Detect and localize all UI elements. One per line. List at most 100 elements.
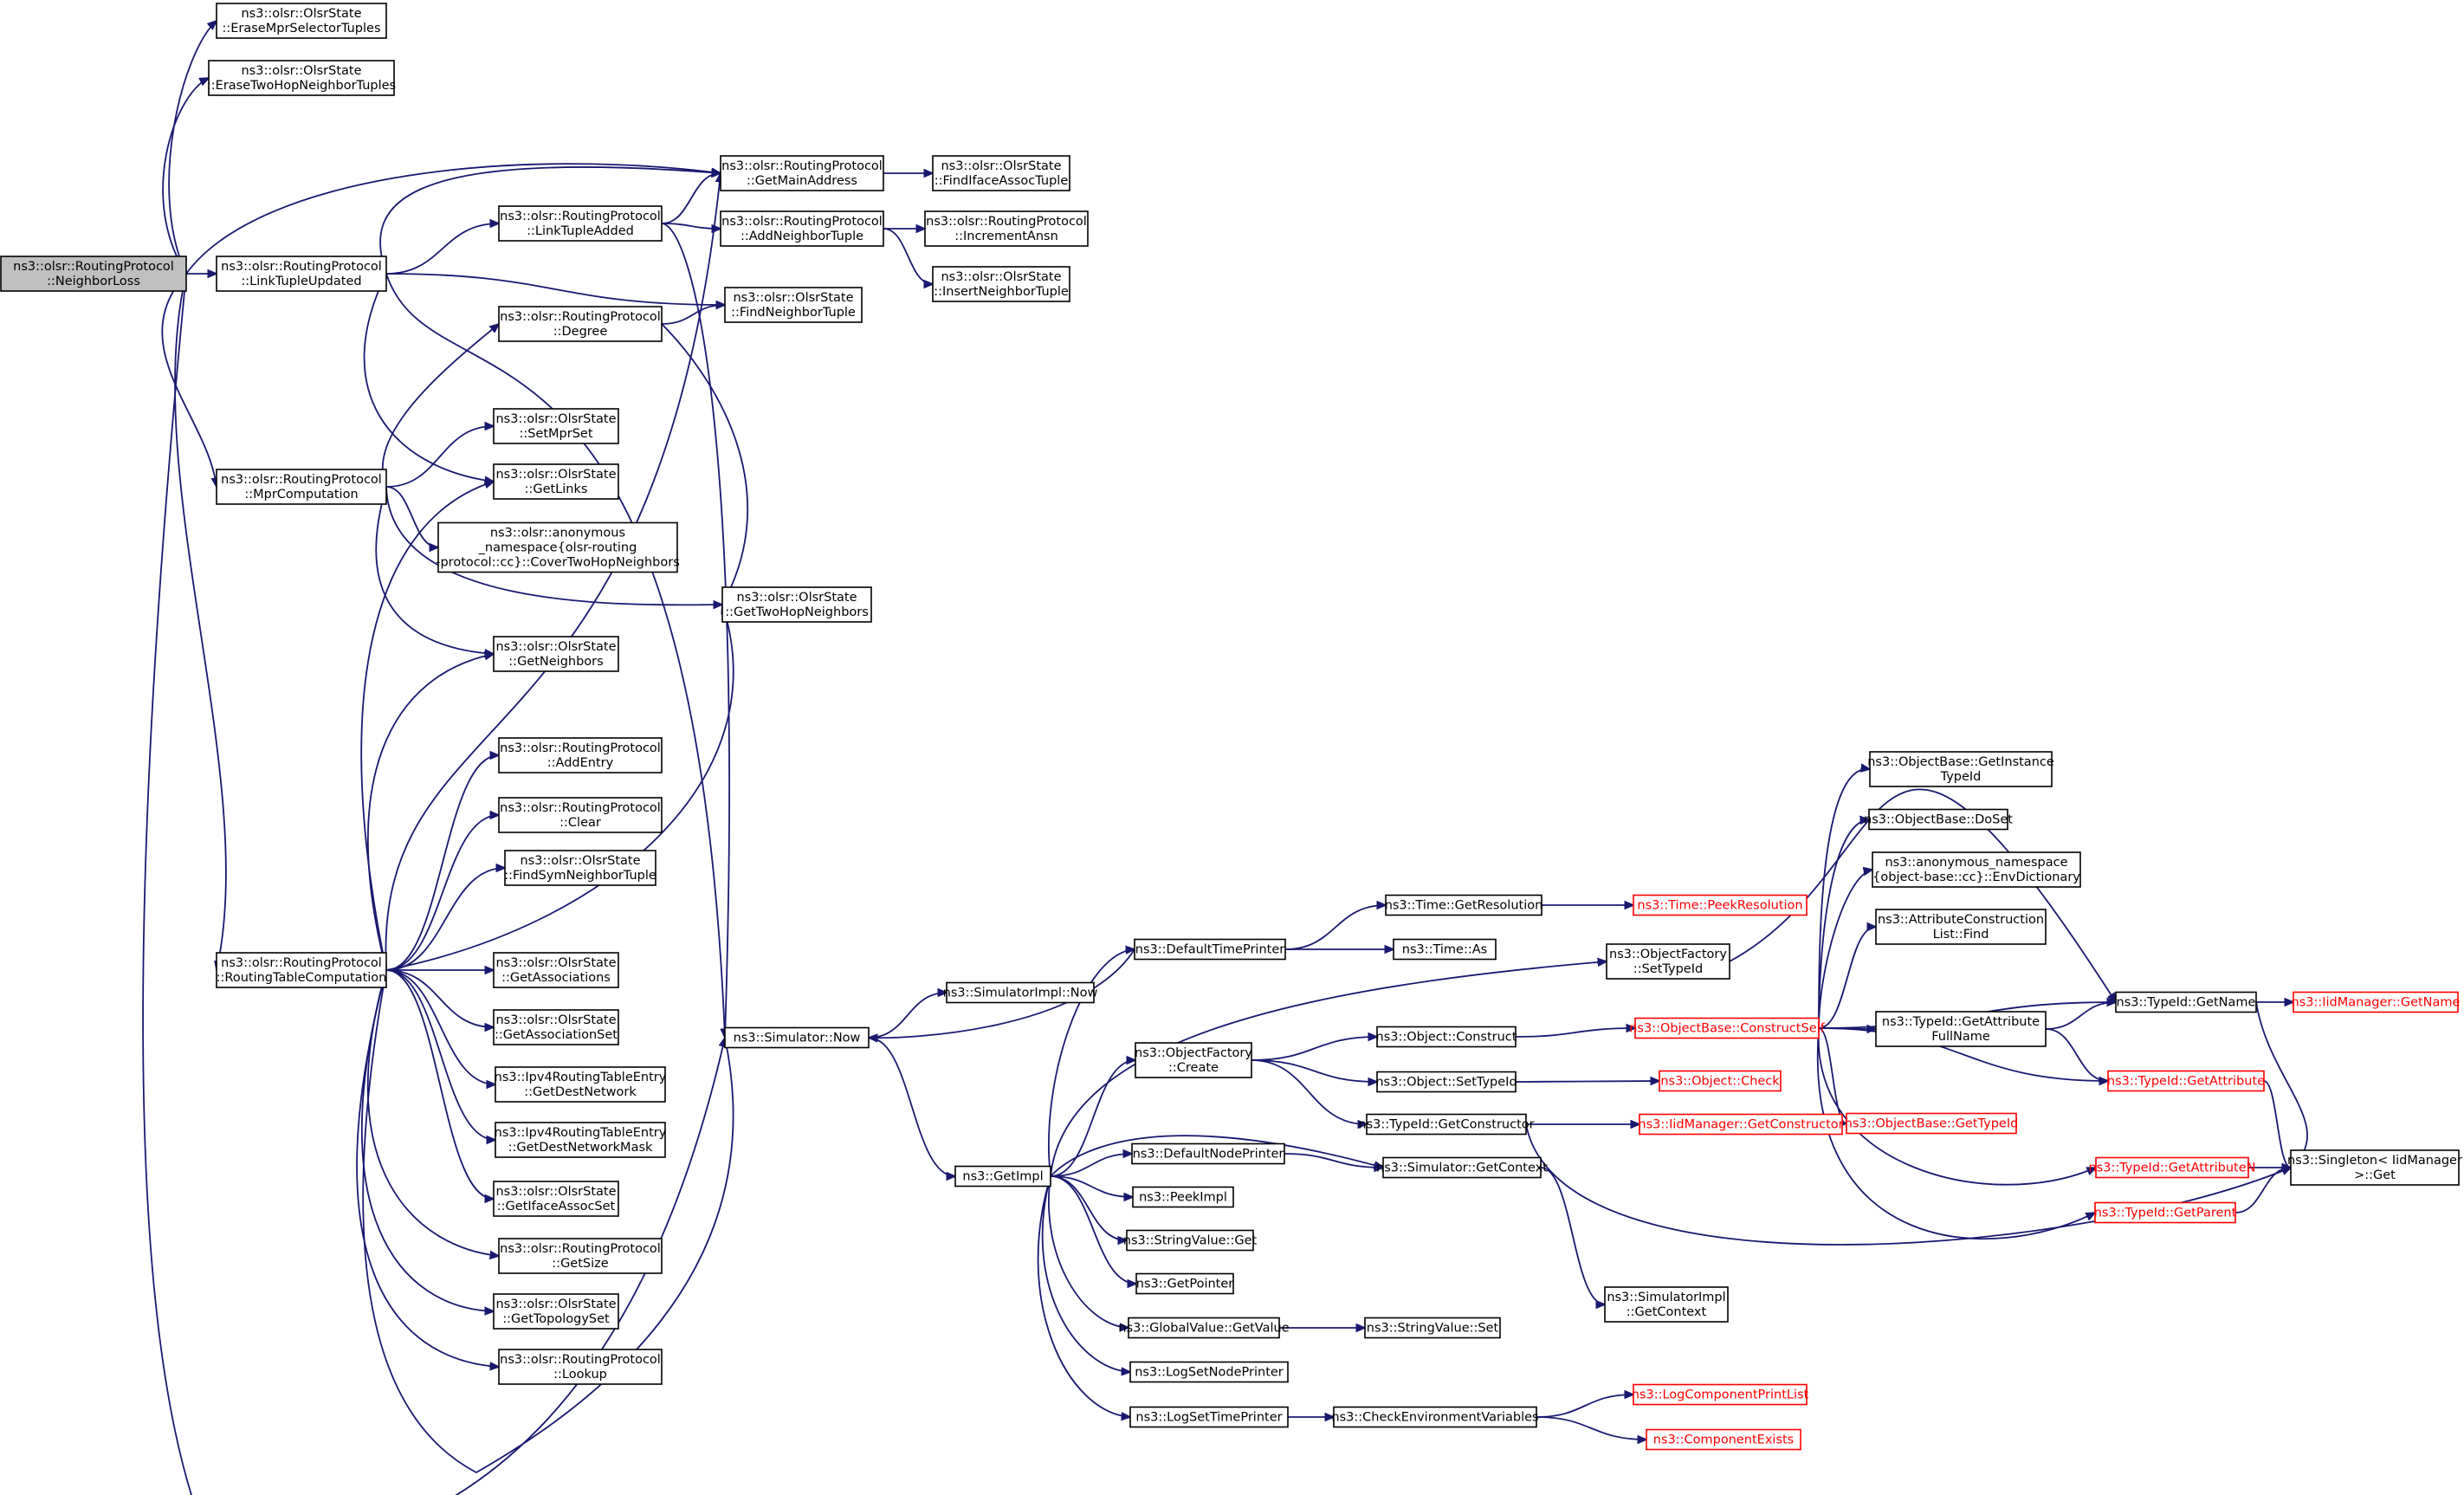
node-timeGetRes[interactable]: ns3::Time::GetResolution (1385, 894, 1543, 916)
node-box (216, 3, 387, 39)
edge-rtComputation-to-getTwoHopNeighbors (385, 605, 734, 971)
node-label: ::MprComputation (244, 488, 358, 502)
edge-root-to-eraseMprSel (168, 21, 217, 275)
node-rtComputation[interactable]: ns3::olsr::RoutingProtocol::RoutingTable… (216, 952, 387, 988)
node-compExists[interactable]: ns3::ComponentExists (1646, 1428, 1801, 1451)
node-globalValueGet[interactable]: ns3::GlobalValue::GetValue (1118, 1317, 1290, 1339)
node-linkTupleUpdated[interactable]: ns3::olsr::RoutingProtocol::LinkTupleUpd… (216, 256, 387, 292)
node-setMprSet[interactable]: ns3::olsr::OlsrState::SetMprSet (493, 408, 619, 444)
node-getLinks[interactable]: ns3::olsr::OlsrState::GetLinks (493, 463, 619, 500)
node-degree[interactable]: ns3::olsr::RoutingProtocol::Degree (498, 306, 663, 342)
node-label: ns3::olsr::OlsrState (495, 1298, 616, 1311)
node-label: FullName (1931, 1030, 1990, 1044)
node-findSymNeighbor[interactable]: ns3::olsr::OlsrState::FindSymNeighborTup… (504, 850, 656, 886)
node-getImpl[interactable]: ns3::GetImpl (954, 1165, 1051, 1188)
node-label: ns3::Time::GetResolution (1385, 899, 1543, 913)
node-getPointer[interactable]: ns3::GetPointer (1135, 1272, 1234, 1295)
node-label: ns3::ObjectBase::GetInstance (1867, 755, 2054, 769)
node-simGetContext[interactable]: ns3::Simulator::GetContext (1376, 1156, 1548, 1179)
edge-objBaseConstructSelf-to-typeIdGetAttributeN (1818, 1027, 2096, 1186)
node-objFactoryCreate[interactable]: ns3::ObjectFactory::Create (1135, 1042, 1252, 1078)
node-simImplNow[interactable]: ns3::SimulatorImpl::Now (943, 981, 1098, 1004)
node-eraseMprSel[interactable]: ns3::olsr::OlsrState::EraseMprSelectorTu… (216, 3, 387, 39)
node-box (208, 60, 395, 96)
node-logSetTimePrinter[interactable]: ns3::LogSetTimePrinter (1129, 1406, 1289, 1428)
node-timeAs[interactable]: ns3::Time::As (1393, 938, 1497, 961)
node-label: ::GetDestNetworkMask (508, 1141, 653, 1155)
node-label: ::GetAssociationSet (495, 1028, 618, 1042)
node-box (1129, 1406, 1289, 1428)
node-box (1633, 1383, 1808, 1406)
node-doSet[interactable]: ns3::ObjectBase::DoSet (1864, 808, 2013, 831)
nodes-layer: ns3::olsr::RoutingProtocol::NeighborLoss… (0, 3, 2462, 1451)
node-addEntry[interactable]: ns3::olsr::RoutingProtocol::AddEntry (498, 737, 663, 773)
node-typeIdGetParent[interactable]: ns3::TypeId::GetParent (2094, 1201, 2237, 1224)
node-objSetTypeId[interactable]: ns3::Object::SetTypeId (1375, 1071, 1517, 1093)
node-getMainAddress[interactable]: ns3::olsr::RoutingProtocol::GetMainAddre… (720, 155, 884, 191)
node-objBaseGetTypeId[interactable]: ns3::ObjectBase::GetTypeId (1845, 1112, 2019, 1135)
node-getIfaceAssocSet[interactable]: ns3::olsr::OlsrState::GetIfaceAssocSet (493, 1181, 619, 1217)
node-label: ns3::TypeId::GetParent (2094, 1207, 2237, 1220)
node-label: ns3::GlobalValue::GetValue (1118, 1322, 1289, 1336)
node-label: ::GetMainAddress (747, 174, 857, 188)
node-getDestNetwork[interactable]: ns3::Ipv4RoutingTableEntry::GetDestNetwo… (495, 1066, 667, 1103)
node-typeIdGetName[interactable]: ns3::TypeId::GetName (2115, 991, 2257, 1013)
node-stringValueSet[interactable]: ns3::StringValue::Set (1364, 1317, 1501, 1339)
node-simImplGetContext[interactable]: ns3::SimulatorImpl::GetContext (1604, 1286, 1729, 1323)
node-stringValueGet[interactable]: ns3::StringValue::Get (1123, 1229, 1258, 1252)
node-getSize[interactable]: ns3::olsr::RoutingProtocol::GetSize (498, 1238, 663, 1274)
node-typeIdGetAttribute[interactable]: ns3::TypeId::GetAttribute (2107, 1070, 2265, 1092)
node-root[interactable]: ns3::olsr::RoutingProtocol::NeighborLoss (0, 256, 187, 292)
node-envDictionary[interactable]: ns3::anonymous_namespace{object-base::cc… (1872, 851, 2081, 888)
node-getAssociations[interactable]: ns3::olsr::OlsrState::GetAssociations (493, 952, 619, 988)
node-typeIdGetAttributeN[interactable]: ns3::TypeId::GetAttributeN (2088, 1156, 2256, 1179)
node-simNow[interactable]: ns3::Simulator::Now (724, 1026, 870, 1049)
node-findIfaceAssoc[interactable]: ns3::olsr::OlsrState::FindIfaceAssocTupl… (932, 155, 1070, 191)
node-iidGetCtor[interactable]: ns3::IidManager::GetConstructor (1638, 1113, 1844, 1136)
node-label: ns3::olsr::OlsrState (733, 291, 853, 305)
node-typeIdGetCtor[interactable]: ns3::TypeId::GetConstructor (1358, 1113, 1535, 1136)
node-insertNeighbor[interactable]: ns3::olsr::OlsrState::InsertNeighborTupl… (932, 266, 1070, 302)
node-clear[interactable]: ns3::olsr::RoutingProtocol::Clear (498, 797, 663, 833)
node-label: ns3::CheckEnvironmentVariables (1331, 1411, 1538, 1425)
node-objConstruct[interactable]: ns3::Object::Construct (1376, 1026, 1517, 1048)
node-singletonGet[interactable]: ns3::Singleton< IidManager >::Get (2287, 1149, 2462, 1186)
node-box (498, 1349, 663, 1385)
node-objFactorySetTypeId[interactable]: ns3::ObjectFactory::SetTypeId (1606, 943, 1730, 980)
node-logSetNodePrinter[interactable]: ns3::LogSetNodePrinter (1129, 1361, 1289, 1383)
node-defaultNodePrinter[interactable]: ns3::DefaultNodePrinter (1131, 1142, 1285, 1165)
node-label: ns3::olsr::RoutingProtocol (500, 741, 661, 755)
node-checkEnvVars[interactable]: ns3::CheckEnvironmentVariables (1331, 1406, 1539, 1428)
node-mprComputation[interactable]: ns3::olsr::RoutingProtocol::MprComputati… (216, 469, 387, 505)
node-linkTupleAdded[interactable]: ns3::olsr::RoutingProtocol::LinkTupleAdd… (498, 205, 663, 242)
node-box (1382, 1156, 1542, 1179)
node-getNeighbors[interactable]: ns3::olsr::OlsrState::GetNeighbors (493, 636, 619, 672)
node-incrementAnsn[interactable]: ns3::olsr::RoutingProtocol::IncrementAns… (924, 210, 1089, 247)
node-findNeighborTuple[interactable]: ns3::olsr::OlsrState::FindNeighborTuple (724, 287, 863, 323)
node-iidGetName[interactable]: ns3::IidManager::GetName (2292, 991, 2461, 1013)
node-box (1875, 909, 2047, 945)
node-lookup[interactable]: ns3::olsr::RoutingProtocol::Lookup (498, 1349, 663, 1385)
node-getDestNetworkMask[interactable]: ns3::Ipv4RoutingTableEntry::GetDestNetwo… (495, 1122, 667, 1158)
node-box (1633, 894, 1808, 916)
node-peekImpl[interactable]: ns3::PeekImpl (1132, 1186, 1234, 1208)
node-eraseTwoHop[interactable]: ns3::olsr::OlsrState::EraseTwoHopNeighbo… (207, 60, 396, 96)
node-getTopologySet[interactable]: ns3::olsr::OlsrState::GetTopologySet (493, 1293, 619, 1330)
node-logCompPrintList[interactable]: ns3::LogComponentPrintList (1632, 1383, 1809, 1406)
node-label: ns3::LogComponentPrintList (1632, 1388, 1809, 1402)
node-box (216, 952, 387, 988)
node-objBaseConstructSelf[interactable]: ns3::ObjectBase::ConstructSelf (1629, 1017, 1826, 1039)
node-getTwoHopNeighbors[interactable]: ns3::olsr::OlsrState::GetTwoHopNeighbors (721, 586, 872, 623)
edge-checkEnvVars-to-logCompPrintList (1536, 1395, 1633, 1418)
node-box (1364, 1317, 1501, 1339)
node-getAssociationSet[interactable]: ns3::olsr::OlsrState::GetAssociationSet (493, 1009, 619, 1045)
node-objCheck[interactable]: ns3::Object::Check (1659, 1070, 1782, 1092)
edge-mprComputation-to-coverTwoHop (385, 486, 438, 547)
node-defaultTimePrinter[interactable]: ns3::DefaultTimePrinter (1134, 938, 1286, 961)
node-coverTwoHop[interactable]: ns3::olsr::anonymous_namespace{olsr-rout… (436, 521, 680, 573)
node-timePeekRes[interactable]: ns3::Time::PeekResolution (1633, 894, 1808, 916)
node-addNeighborTuple[interactable]: ns3::olsr::RoutingProtocol::AddNeighborT… (720, 210, 884, 247)
